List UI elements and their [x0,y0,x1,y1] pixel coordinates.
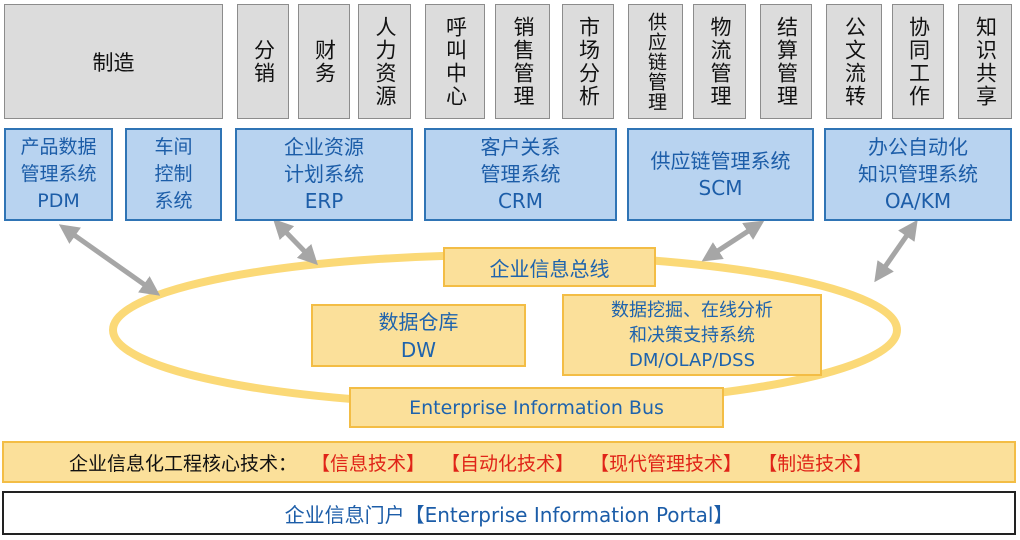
system-oakm-line1: 办公自动化 [868,135,968,159]
system-crm-line3: CRM [497,189,544,213]
core-tech-item: 【信息技术】 [311,452,426,475]
system-erp: 企业资源 计划系统 ERP [235,128,413,221]
system-scm: 供应链管理系统 SCM [627,128,814,221]
core-tech-prefix: 企业信息化工程核心技术： [69,452,298,475]
arrow-pdm-bus [58,224,161,296]
module-gongying: 供应链管理 [628,4,683,119]
data-warehouse-box: 数据仓库 DW [311,304,526,367]
module-label: 市场分析 [576,15,601,108]
module-xietong: 协同工作 [892,4,944,119]
portal-bar: 企业信息门户【Enterprise Information Portal】 [2,491,1016,535]
dss-line2: 和决策支持系统 [629,324,755,346]
system-oakm: 办公自动化 知识管理系统 OA/KM [824,128,1012,221]
system-pdm-line1: 产品数据 [20,136,97,158]
system-pdm-line2: 管理系统 [20,163,97,185]
module-jiesuan: 结算管理 [760,4,812,119]
system-workshop-line3: 系统 [154,190,193,212]
bus-title-cn-text: 企业信息总线 [489,256,610,281]
system-pdm-line3: PDM [37,190,80,212]
module-shichang: 市场分析 [562,4,614,119]
module-label: 结算管理 [774,15,799,108]
module-label: 财务 [312,38,337,85]
system-scm-line1: 供应链管理系统 [650,148,791,173]
core-tech-bar: 企业信息化工程核心技术： 【信息技术】 【自动化技术】 【现代管理技术】 【制造… [2,441,1016,483]
system-crm: 客户关系 管理系统 CRM [424,128,617,221]
system-workshop-line2: 控制 [154,163,193,185]
system-erp-line3: ERP [304,189,344,213]
system-scm-line2: SCM [698,175,743,200]
dss-line3: DM/OLAP/DSS [628,349,755,371]
system-crm-line2: 管理系统 [480,162,561,186]
module-wuliu: 物流管理 [693,4,746,119]
module-label: 制造 [92,50,135,75]
bus-title-en-text: Enterprise Information Bus [409,396,664,419]
module-renli: 人力资源 [358,4,411,119]
dss-box: 数据挖掘、在线分析 和决策支持系统 DM/OLAP/DSS [562,294,822,376]
module-label: 销售管理 [511,15,535,108]
portal-label: 企业信息门户【Enterprise Information Portal】 [284,502,734,527]
module-label: 人力资源 [373,15,397,108]
module-gongwen: 公文流转 [826,4,882,119]
system-workshop-line1: 车间 [154,136,193,158]
core-tech-item: 【自动化技术】 [441,452,575,475]
module-label: 物流管理 [708,15,732,108]
module-hujiao: 呼叫中心 [425,4,485,119]
module-label: 分销 [251,38,276,85]
system-oakm-line2: 知识管理系统 [858,162,978,186]
system-pdm: 产品数据 管理系统 PDM [4,128,113,221]
system-workshop: 车间 控制 系统 [125,128,222,221]
dw-line1: 数据仓库 [378,309,459,334]
module-label: 协同工作 [906,15,931,108]
module-label: 知识共享 [973,15,998,108]
system-erp-line1: 企业资源 [284,135,364,159]
core-tech-item: 【现代管理技术】 [590,452,743,475]
bus-title-cn: 企业信息总线 [443,247,656,287]
system-erp-line2: 计划系统 [284,162,364,186]
module-label: 呼叫中心 [443,15,468,108]
system-crm-line1: 客户关系 [480,135,561,159]
core-tech-item: 【制造技术】 [758,452,873,475]
arrow-scm-bus [701,220,765,262]
module-xiaoshou: 销售管理 [495,4,550,119]
module-caiwu: 财务 [298,4,350,119]
bus-title-en: Enterprise Information Bus [349,387,724,428]
dw-line2: DW [400,337,437,362]
module-fenxiao: 分销 [237,4,289,119]
module-zhishi: 知识共享 [958,4,1012,119]
module-label: 供应链管理 [645,11,667,112]
arrow-oakm-bus [874,219,918,283]
system-oakm-line3: OA/KM [884,189,952,213]
arrow-erp-bus [273,218,318,266]
dss-line1: 数据挖掘、在线分析 [611,299,773,321]
module-zhizao: 制造 [4,4,223,119]
module-label: 公文流转 [842,15,867,108]
